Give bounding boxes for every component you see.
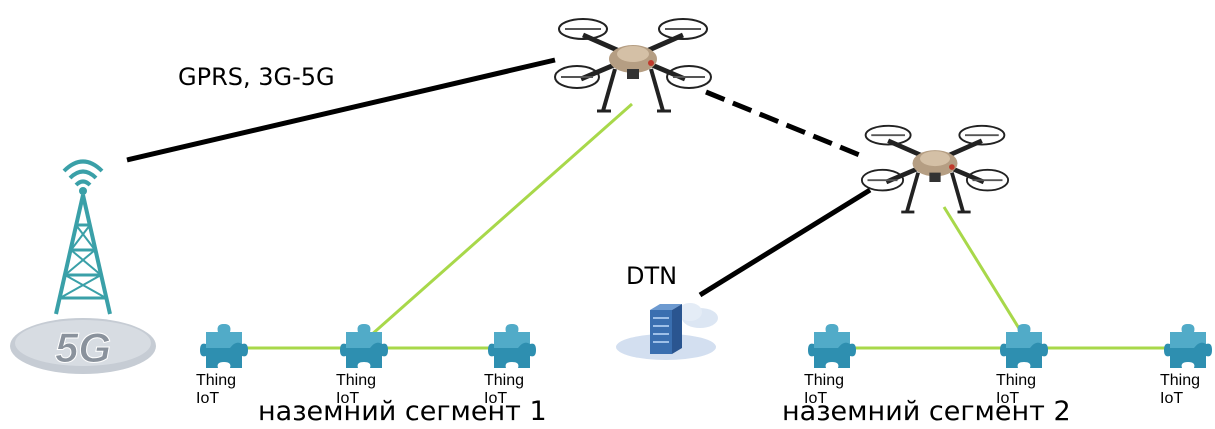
thing-iot-2: Thing IoT [336, 322, 388, 407]
dtn-label: DTN [626, 262, 678, 290]
puzzle-piece-icon [1000, 324, 1048, 368]
thing-label-line1: Thing [804, 372, 845, 389]
thing-label-line1: Thing [1160, 372, 1201, 389]
thing-iot-6: Thing IoT [1160, 322, 1212, 407]
thing-iot-1: Thing IoT [196, 322, 248, 407]
thing-label-line2: IoT [1160, 390, 1184, 407]
thing-iot-5: Thing IoT [996, 322, 1048, 407]
quadcopter-drone-icon [554, 18, 712, 113]
thing-iot-3: Thing IoT [484, 322, 536, 407]
thing-label-line2: IoT [196, 390, 220, 407]
thing-label-line1: Thing [996, 372, 1037, 389]
5g-tower-icon [10, 159, 156, 374]
drone-2 [860, 124, 1010, 214]
tower-badge: 5G [55, 324, 111, 371]
drone1-to-thing2-link [369, 102, 633, 338]
drone2-to-thing5-link [942, 206, 1022, 331]
thing-label-line2: IoT [996, 390, 1020, 407]
thing-label-line1: Thing [336, 372, 377, 389]
drone-to-drone-link [705, 89, 863, 159]
quadcopter-drone-icon [860, 124, 1010, 214]
puzzle-piece-icon [200, 324, 248, 368]
puzzle-piece-icon [1164, 324, 1212, 368]
thing-label-line2: IoT [336, 390, 360, 407]
thing-label-line2: IoT [804, 390, 828, 407]
drone-1 [554, 18, 712, 113]
dtn-link [698, 187, 872, 298]
ground-segment-2-label: наземний сегмент 2 [782, 396, 1071, 427]
thing-iot-4: Thing IoT [804, 322, 856, 407]
dtn-server-icon [616, 303, 718, 360]
cellular-link-label: GPRS, 3G-5G [178, 63, 335, 91]
ground-segment-1-label: наземний сегмент 1 [258, 396, 547, 427]
puzzle-piece-icon [488, 324, 536, 368]
thing-label-line2: IoT [484, 390, 508, 407]
thing-label-line1: Thing [484, 372, 525, 389]
puzzle-piece-icon [340, 324, 388, 368]
thing-label-line1: Thing [196, 372, 237, 389]
cellular-link [126, 57, 556, 163]
puzzle-piece-icon [808, 324, 856, 368]
